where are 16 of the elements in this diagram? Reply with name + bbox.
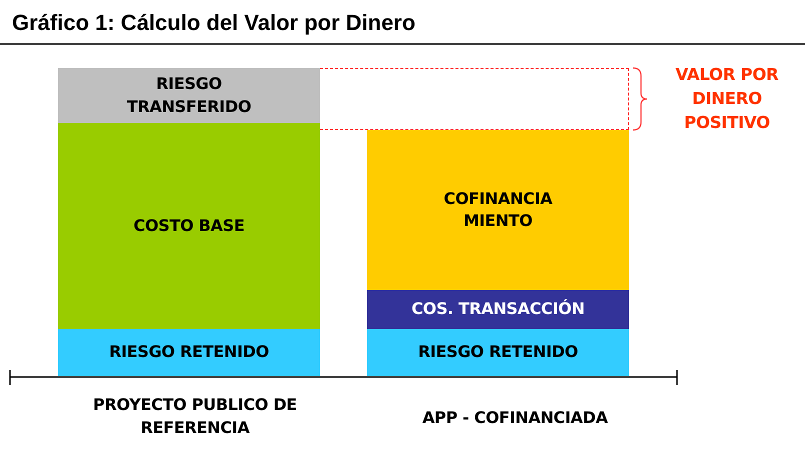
segment-label: COFINANCIA MIENTO: [442, 188, 554, 232]
segment-label: COSTO BASE: [134, 214, 244, 237]
bar-segment: [367, 130, 629, 290]
bar-segment: [367, 290, 629, 329]
chart-title: Gráfico 1: Cálculo del Valor por Dinero: [12, 10, 416, 36]
segment-label: COS. TRANSACCIÓN: [411, 298, 585, 320]
segment-label: RIESGO TRANSFERIDO: [126, 73, 252, 118]
side-note: VALOR POR DINERO POSITIVO: [674, 64, 780, 134]
category-label: APP - COFINANCIADA: [421, 407, 609, 429]
bar-segment: [58, 123, 320, 329]
bar-segment: [58, 68, 320, 123]
bar-segment: [58, 329, 320, 376]
segment-label: RIESGO RETENIDO: [109, 341, 269, 364]
category-label: PROYECTO PUBLICO DE REFERENCIA: [92, 394, 298, 440]
bar-segment: [367, 329, 629, 376]
segment-label: RIESGO RETENIDO: [418, 341, 578, 364]
